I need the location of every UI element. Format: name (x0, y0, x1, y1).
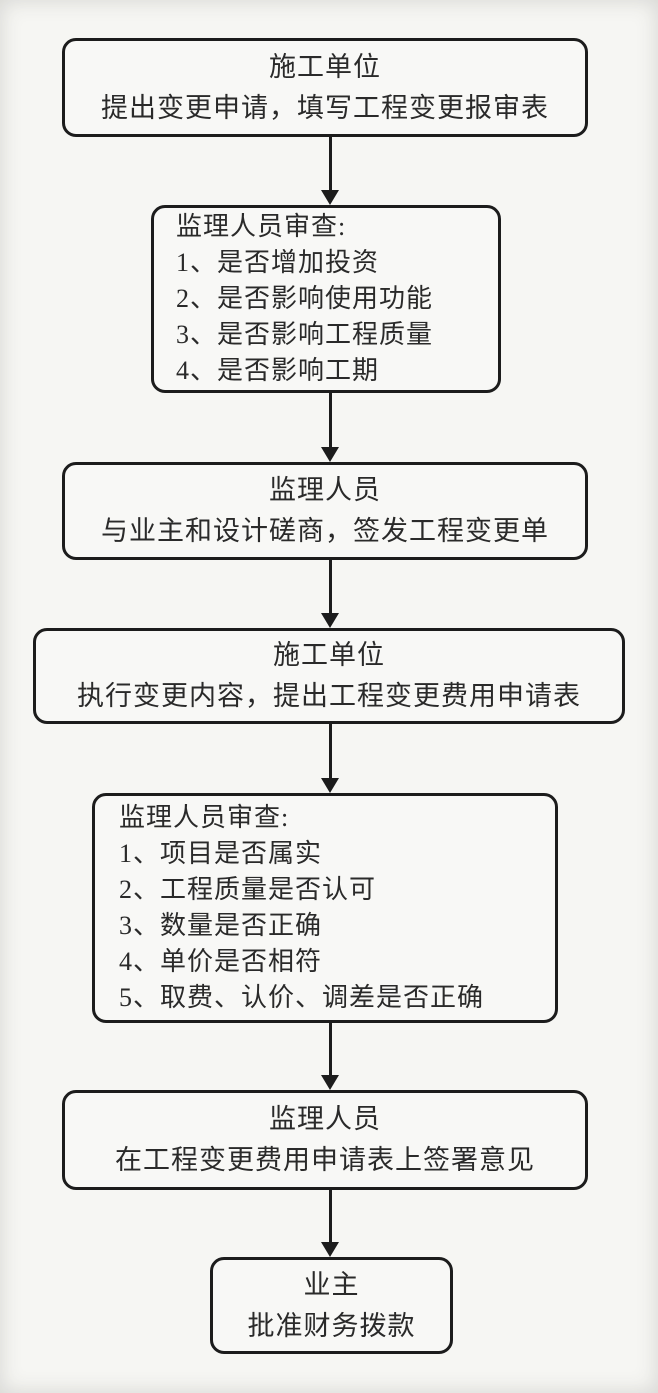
node-line: 提出变更申请，填写工程变更报审表 (101, 92, 549, 123)
node-line: 与业主和设计磋商，签发工程变更单 (101, 516, 549, 546)
node-line: 5、取费、认价、调差是否正确 (119, 983, 485, 1012)
arrow-head-icon (321, 1242, 339, 1257)
flow-arrow-6 (321, 1190, 339, 1257)
node-line: 批准财务拨款 (247, 1310, 416, 1341)
arrow-shaft (328, 1023, 332, 1075)
arrow-head-icon (321, 447, 339, 462)
node-line: 2、工程质量是否认可 (119, 875, 377, 904)
node-title: 施工单位 (273, 640, 385, 670)
flow-node-owner-approve: 业主 批准财务拨款 (210, 1257, 453, 1354)
flow-arrow-4 (321, 724, 339, 793)
node-line: 4、是否影响工期 (176, 356, 380, 385)
node-title: 施工单位 (269, 51, 381, 82)
node-title: 监理人员 (269, 475, 381, 505)
node-title: 监理人员 (269, 1104, 381, 1134)
flow-node-construction-unit-execute: 施工单位 执行变更内容，提出工程变更费用申请表 (33, 628, 625, 724)
node-line: 3、数量是否正确 (119, 911, 323, 940)
node-line: 4、单价是否相符 (119, 947, 323, 976)
node-line: 1、是否增加投资 (176, 248, 380, 277)
flow-node-supervisor-sign: 监理人员 在工程变更费用申请表上签署意见 (62, 1090, 588, 1190)
arrow-head-icon (321, 1075, 339, 1090)
flow-arrow-5 (321, 1023, 339, 1090)
node-line: 1、项目是否属实 (119, 839, 323, 868)
node-line: 执行变更内容，提出工程变更费用申请表 (77, 681, 581, 711)
arrow-shaft (328, 137, 332, 190)
arrow-shaft (328, 560, 332, 613)
node-line: 2、是否影响使用功能 (176, 284, 434, 313)
flow-arrow-2 (321, 393, 339, 462)
flow-node-supervisor-review-2: 监理人员审查: 1、项目是否属实 2、工程质量是否认可 3、数量是否正确 4、单… (92, 793, 558, 1023)
node-title: 业主 (303, 1269, 360, 1300)
flow-node-supervisor-review-1: 监理人员审查: 1、是否增加投资 2、是否影响使用功能 3、是否影响工程质量 4… (151, 205, 501, 393)
arrow-shaft (328, 724, 332, 778)
flow-arrow-1 (321, 137, 339, 205)
node-title: 监理人员审查: (119, 803, 290, 832)
node-line: 3、是否影响工程质量 (176, 320, 434, 349)
node-line: 在工程变更费用申请表上签署意见 (115, 1145, 535, 1175)
flow-node-supervisor-negotiate: 监理人员 与业主和设计磋商，签发工程变更单 (62, 462, 588, 560)
arrow-shaft (328, 1190, 332, 1242)
arrow-head-icon (321, 778, 339, 793)
flow-arrow-3 (321, 560, 339, 628)
arrow-shaft (328, 393, 332, 447)
arrow-head-icon (321, 613, 339, 628)
arrow-head-icon (321, 190, 339, 205)
node-title: 监理人员审查: (176, 212, 347, 241)
flow-node-construction-unit-request: 施工单位 提出变更申请，填写工程变更报审表 (62, 38, 588, 137)
